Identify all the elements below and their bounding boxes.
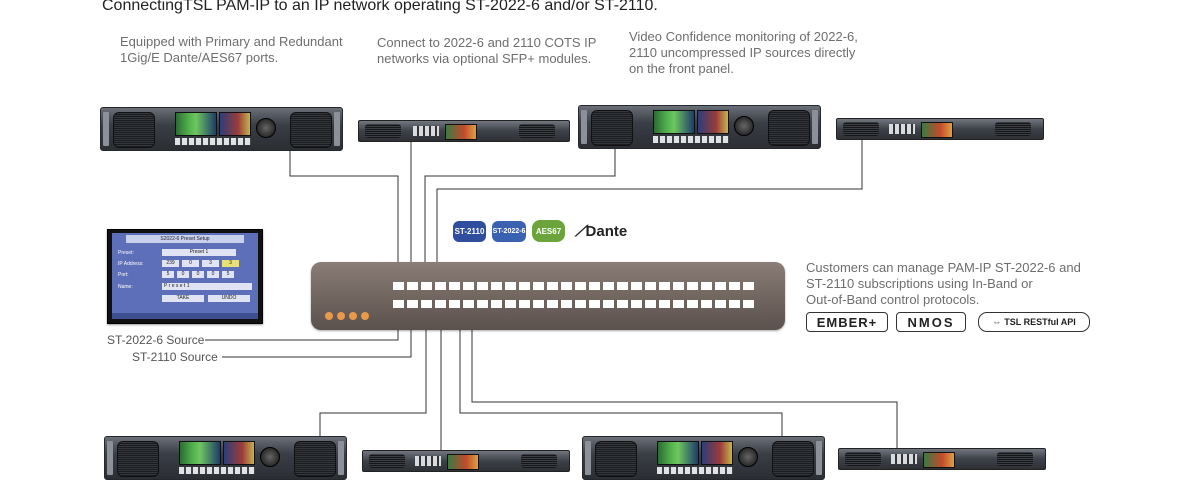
bidirectional-arrow-icon: ⇔ bbox=[992, 317, 1002, 327]
take-button: TAKE bbox=[162, 295, 204, 302]
pam-ip-unit-top-left bbox=[100, 107, 343, 151]
link-top-unit-1 bbox=[289, 151, 399, 286]
preset-screen-footer bbox=[112, 313, 258, 319]
badge-st2110: ST-2110 bbox=[453, 221, 486, 242]
ip-octet-4: 3 bbox=[222, 260, 239, 267]
preset-setup-screen: S2022-6 Preset Setup Preset: Preset 1 IP… bbox=[107, 229, 263, 324]
badge-st2022: ST-2022-6 bbox=[492, 221, 526, 242]
ip-label: IP Address: bbox=[118, 261, 144, 267]
port-digit-1: 5 bbox=[162, 271, 174, 278]
port-digit-4: 0 bbox=[207, 271, 219, 278]
pam-ip-unit-bottom-right bbox=[582, 436, 825, 480]
port-digit-2: 0 bbox=[177, 271, 189, 278]
name-label: Name: bbox=[118, 284, 133, 290]
switch-led-3 bbox=[349, 312, 357, 320]
label-st2110-source: ST-2110 Source bbox=[132, 350, 218, 364]
preset-label: Preset: bbox=[118, 250, 134, 256]
link-top-unit-4 bbox=[436, 139, 863, 286]
caption-monitoring: Video Confidence monitoring of 2022-6, 2… bbox=[629, 29, 858, 76]
pam-ip-1u-bottom-left bbox=[362, 450, 570, 472]
ember-logo: EMBER+ bbox=[806, 312, 888, 332]
undo-button: UNDO bbox=[208, 295, 250, 302]
dante-logo: ⟋Dante bbox=[575, 223, 627, 240]
ip-octet-3: 3 bbox=[202, 260, 219, 267]
port-digit-3: 0 bbox=[192, 271, 204, 278]
preset-screen-header: S2022-6 Preset Setup bbox=[126, 235, 244, 243]
label-st2022-source: ST-2022-6 Source bbox=[107, 333, 205, 347]
pam-ip-1u-bottom-right bbox=[838, 448, 1046, 470]
diagram-title: ConnectingTSL PAM-IP to an IP network op… bbox=[102, 0, 658, 14]
dante-text: Dante bbox=[585, 223, 628, 240]
caption-sfp: Connect to 2022-6 and 2110 COTS IP netwo… bbox=[377, 35, 597, 66]
tsl-restful-api-text: TSL RESTful API bbox=[1004, 317, 1076, 327]
switch-led-1 bbox=[325, 312, 333, 320]
switch-ports-bottom bbox=[393, 300, 757, 308]
link-bottom-unit-4 bbox=[471, 305, 898, 448]
switch-led-2 bbox=[337, 312, 345, 320]
switch-ports-top bbox=[393, 282, 757, 290]
ip-network-switch bbox=[311, 262, 785, 330]
ip-octet-1: 239 bbox=[162, 260, 179, 267]
preset-value: Preset 1 bbox=[162, 249, 236, 256]
nmos-logo: NMOS bbox=[896, 312, 966, 332]
port-label: Port: bbox=[118, 272, 129, 278]
caption-control: Customers can manage PAM-IP ST-2022-6 an… bbox=[806, 260, 1081, 307]
pam-ip-1u-top-right bbox=[836, 118, 1044, 140]
link-top-unit-3 bbox=[424, 149, 616, 286]
switch-led-4 bbox=[361, 312, 369, 320]
port-digit-5: 5 bbox=[222, 271, 234, 278]
name-value: P r e s e t 1 bbox=[162, 283, 252, 290]
link-bottom-unit-1 bbox=[319, 305, 427, 436]
caption-ports: Equipped with Primary and Redundant 1Gig… bbox=[120, 34, 343, 65]
pam-ip-unit-top-right bbox=[578, 105, 821, 149]
badge-aes67: AES67 bbox=[532, 220, 565, 242]
pam-ip-1u-top-left bbox=[358, 120, 570, 142]
pam-ip-unit-bottom-left bbox=[104, 436, 347, 480]
ip-octet-2: 0 bbox=[182, 260, 199, 267]
dante-icon: ⟋ bbox=[575, 223, 586, 240]
link-bottom-unit-3 bbox=[459, 305, 783, 436]
tsl-restful-api-logo: ⇔TSL RESTful API bbox=[978, 312, 1090, 332]
